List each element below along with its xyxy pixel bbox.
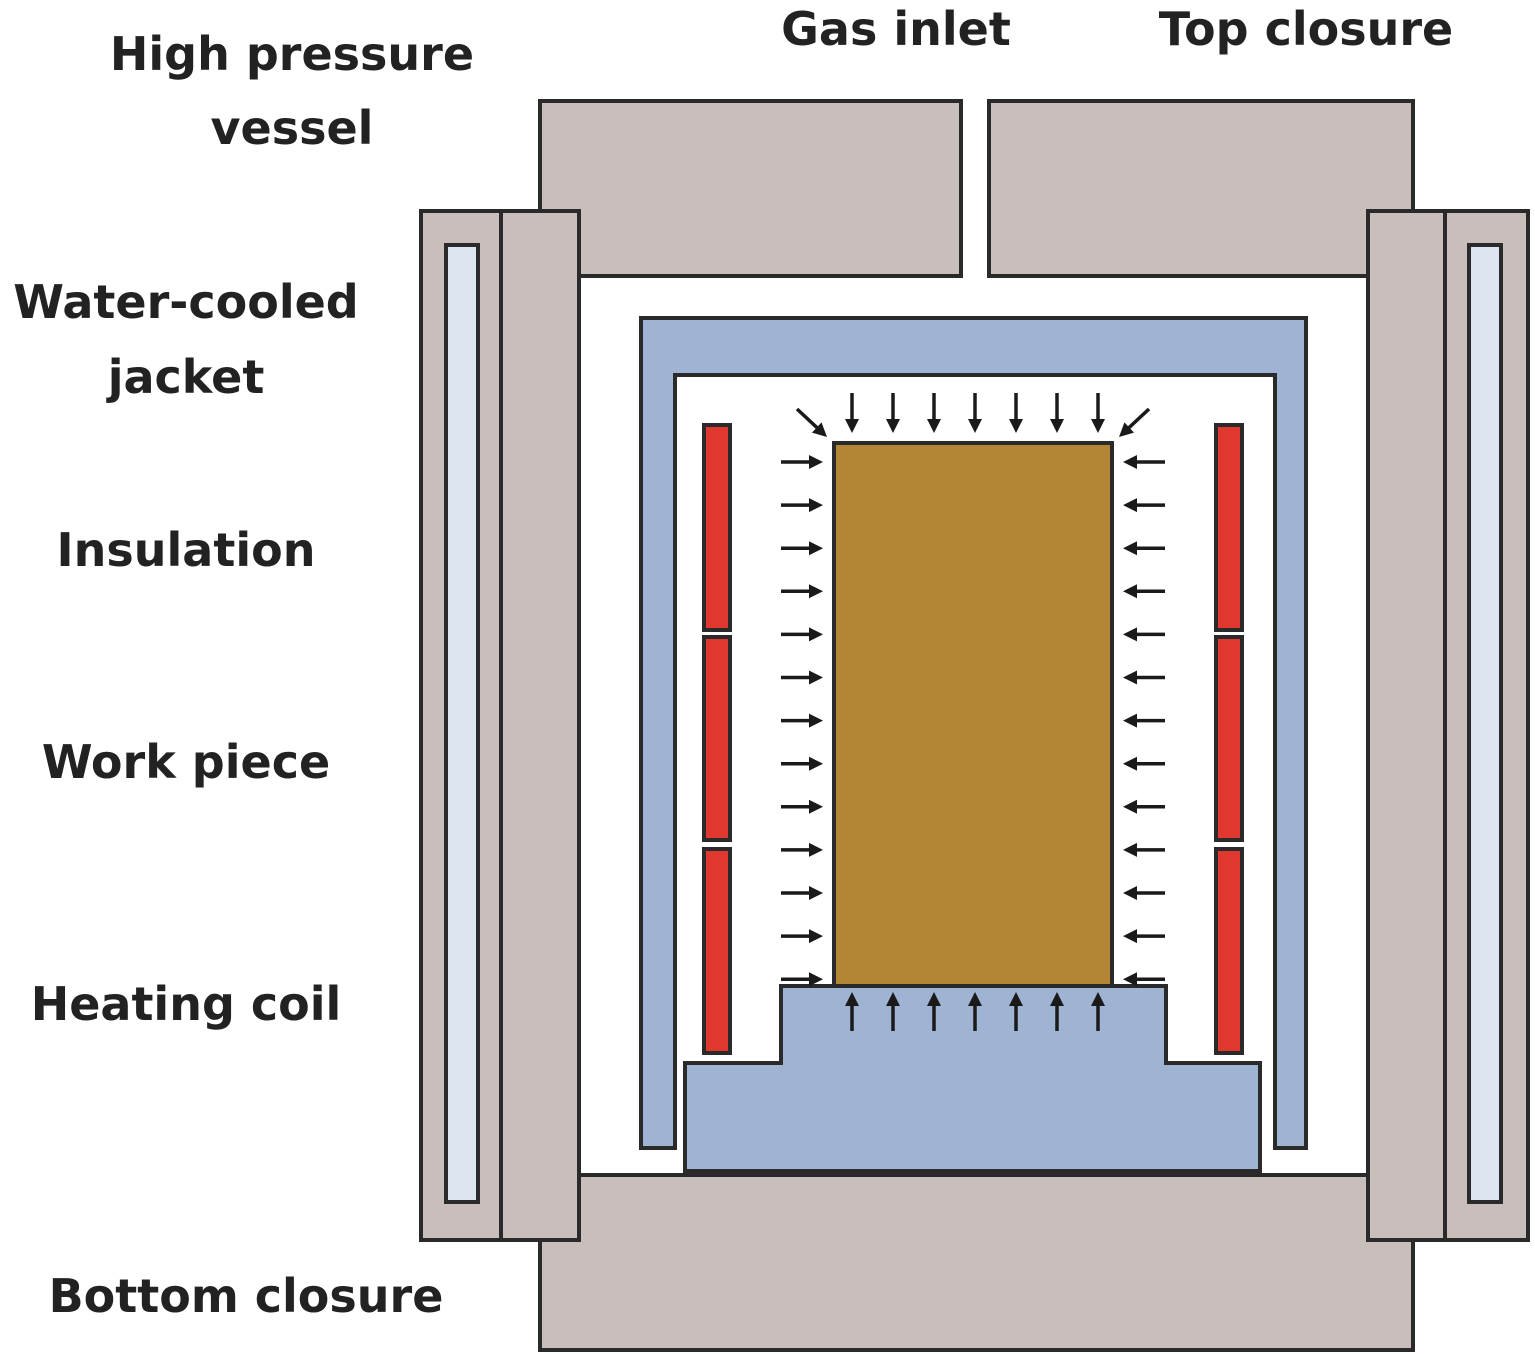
arrow-icon bbox=[886, 992, 900, 1031]
arrow-icon bbox=[1123, 670, 1165, 685]
arrow-icon bbox=[1091, 393, 1105, 433]
arrow-icon bbox=[795, 407, 827, 437]
arrow-icon bbox=[845, 393, 859, 433]
pressure-arrows bbox=[781, 393, 1165, 1031]
arrow-icon bbox=[781, 627, 823, 642]
label-high-pressure-vessel-line2: vessel bbox=[211, 101, 374, 155]
arrow-icon bbox=[781, 972, 823, 987]
arrow-icon bbox=[781, 756, 823, 771]
arrow-icon bbox=[781, 713, 823, 728]
label-water-cooled-jacket-line2: jacket bbox=[106, 350, 265, 404]
vessel-wall-left-inner bbox=[499, 209, 581, 1242]
arrow-icon bbox=[781, 541, 823, 556]
arrow-icon bbox=[1123, 541, 1165, 556]
label-heating-coil: Heating coil bbox=[31, 977, 342, 1031]
heating-coil-left-middle bbox=[702, 635, 732, 842]
top-closure-right bbox=[987, 99, 1415, 278]
arrow-icon bbox=[1050, 992, 1064, 1031]
label-top-closure: Top closure bbox=[1159, 2, 1453, 56]
arrow-icon bbox=[1123, 799, 1165, 814]
arrow-icon bbox=[1123, 842, 1165, 857]
heating-coil-left-bottom bbox=[702, 847, 732, 1055]
label-water-cooled-jacket-line1: Water-cooled bbox=[13, 275, 358, 329]
arrow-icon bbox=[1050, 393, 1064, 433]
water-jacket-right bbox=[1467, 243, 1503, 1204]
arrow-icon bbox=[1123, 756, 1165, 771]
work-piece bbox=[832, 441, 1114, 988]
arrow-icon bbox=[845, 992, 859, 1031]
insulation-base bbox=[683, 984, 1262, 1173]
label-gas-inlet: Gas inlet bbox=[781, 2, 1011, 56]
label-bottom-closure: Bottom closure bbox=[49, 1269, 444, 1323]
arrow-icon bbox=[886, 393, 900, 433]
water-jacket-left bbox=[444, 243, 480, 1204]
arrow-icon bbox=[927, 992, 941, 1031]
arrow-icon bbox=[781, 584, 823, 599]
arrow-icon bbox=[781, 886, 823, 900]
arrow-icon bbox=[781, 498, 823, 513]
arrow-icon bbox=[1119, 407, 1151, 437]
heating-coil-right-bottom bbox=[1214, 847, 1244, 1055]
arrow-icon bbox=[1009, 393, 1023, 433]
heating-coil-right-middle bbox=[1214, 635, 1244, 842]
bottom-closure bbox=[538, 1173, 1415, 1352]
label-insulation: Insulation bbox=[57, 523, 316, 577]
arrow-icon bbox=[1123, 972, 1165, 987]
label-work-piece: Work piece bbox=[42, 735, 330, 789]
arrow-icon bbox=[968, 992, 982, 1031]
heating-coil-right-top bbox=[1214, 423, 1244, 632]
arrow-icon bbox=[781, 929, 823, 944]
vessel-wall-right-inner bbox=[1366, 209, 1447, 1242]
arrow-icon bbox=[1009, 992, 1023, 1031]
heating-coil-left-top bbox=[702, 423, 732, 632]
arrow-icon bbox=[781, 455, 823, 469]
arrow-icon bbox=[1091, 992, 1105, 1031]
arrow-icon bbox=[1123, 886, 1165, 900]
arrow-icon bbox=[781, 842, 823, 857]
arrow-icon bbox=[1123, 627, 1165, 642]
arrow-icon bbox=[781, 799, 823, 814]
arrow-icon bbox=[1123, 498, 1165, 513]
arrow-icon bbox=[1123, 455, 1165, 469]
top-closure-left bbox=[538, 99, 963, 278]
arrow-icon bbox=[968, 393, 982, 433]
label-high-pressure-vessel-line1: High pressure bbox=[110, 27, 474, 81]
arrow-icon bbox=[1123, 929, 1165, 944]
arrow-icon bbox=[1123, 713, 1165, 728]
arrow-icon bbox=[781, 670, 823, 685]
arrow-icon bbox=[927, 393, 941, 433]
arrow-icon bbox=[1123, 584, 1165, 599]
insulation-mantle bbox=[639, 316, 1308, 1150]
